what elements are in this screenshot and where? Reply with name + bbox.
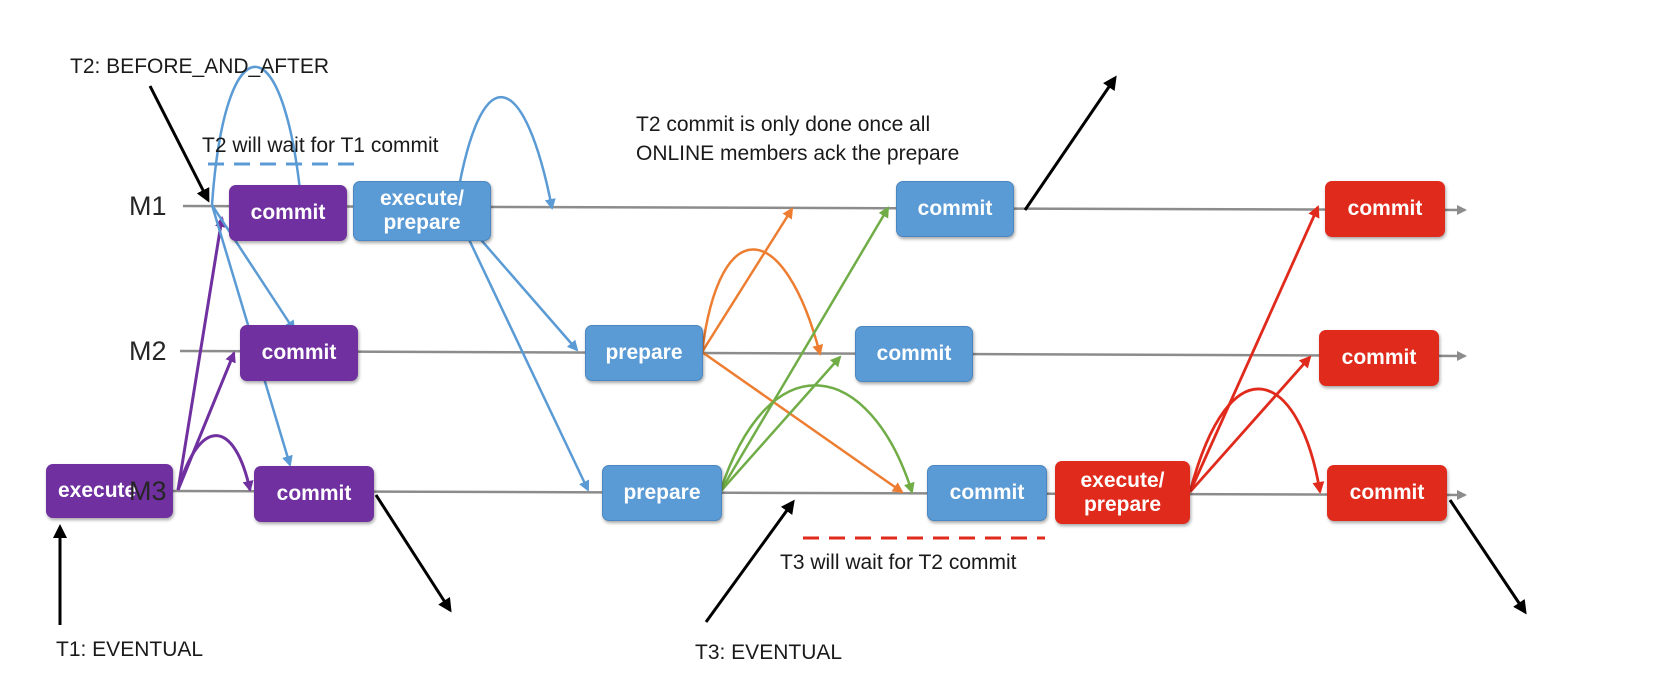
lane-label-m3: M3 <box>129 476 167 506</box>
lane-lines <box>169 204 1467 500</box>
lane-line-m3 <box>169 489 1467 500</box>
pointer-t1-commit-down <box>374 494 452 613</box>
pointer-t2-label <box>148 85 210 203</box>
t2-consistency-label: T2: BEFORE_AND_AFTER <box>70 55 330 78</box>
t1-commit-m1-box: commit <box>229 185 347 241</box>
t3-commit-m3-box: commit <box>1327 465 1447 521</box>
t2-prepare-m3-box: prepare <box>602 465 722 521</box>
t3-commit-m1-box: commit <box>1325 181 1445 237</box>
t2-arrow-self-m1 <box>453 95 556 211</box>
lane-line-m2 <box>179 349 1467 361</box>
t2-ack-m2-curve <box>700 248 824 356</box>
t2-commit-note: T2 commit is only done once all ONLINE m… <box>636 113 960 165</box>
t1-arrow-to-m1 <box>176 216 226 491</box>
pointer-t3-commit-down <box>1448 499 1527 615</box>
lane-label-m1: M1 <box>129 191 167 221</box>
t3-commit-m2-box: commit <box>1319 330 1439 386</box>
t3-consistency-label: T3: EVENTUAL <box>695 641 843 664</box>
t2-ack-m2-to-m1 <box>700 207 794 353</box>
t3-arrow-to-m1 <box>1188 205 1320 493</box>
t1-commit-m2-box: commit <box>240 325 358 381</box>
pointer-t3-label <box>704 499 795 623</box>
t2-green-arrows <box>718 206 915 494</box>
t3-arrow-to-m2 <box>1188 355 1312 493</box>
t1-commit-m3-box: commit <box>254 466 374 522</box>
pointer-t2-commit-up <box>1023 75 1117 211</box>
lane-label-m2: M2 <box>129 336 167 366</box>
t2-ack-arrows <box>700 207 904 494</box>
t3-wait-note: T3 will wait for T2 commit <box>780 551 1017 574</box>
t2-green-m3-to-m1 <box>718 206 890 493</box>
t1-consistency-label: T1: EVENTUAL <box>56 638 204 661</box>
t1-arrows <box>176 216 254 492</box>
t2-execute-prepare-box: execute/ prepare <box>353 181 491 241</box>
t2-arrow-to-m3 <box>453 209 590 492</box>
t1-arrow-to-m3 <box>176 434 254 492</box>
t3-execute-prepare-box: execute/ prepare <box>1055 461 1190 524</box>
t2-commit-m3-box: commit <box>927 465 1047 521</box>
t3-arrow-curve <box>1188 387 1325 494</box>
t3-arrows <box>1188 205 1325 494</box>
t2-arrow-before-m1 <box>210 65 307 212</box>
t2-green-m3-curve <box>718 384 915 494</box>
t2-commit-m2-box: commit <box>855 326 973 382</box>
t1-execute-box: execute <box>46 464 173 518</box>
t2-green-m3-to-m2 <box>719 355 842 493</box>
t2-commit-m1-box: commit <box>896 181 1014 237</box>
t2-arrow-before-m2 <box>210 204 296 332</box>
t2-wait-note: T2 will wait for T1 commit <box>202 134 439 157</box>
pointer-arrows <box>53 75 1527 625</box>
t2-prepare-m2-box: prepare <box>585 325 703 381</box>
t2-ack-m2-to-m3 <box>701 350 904 494</box>
